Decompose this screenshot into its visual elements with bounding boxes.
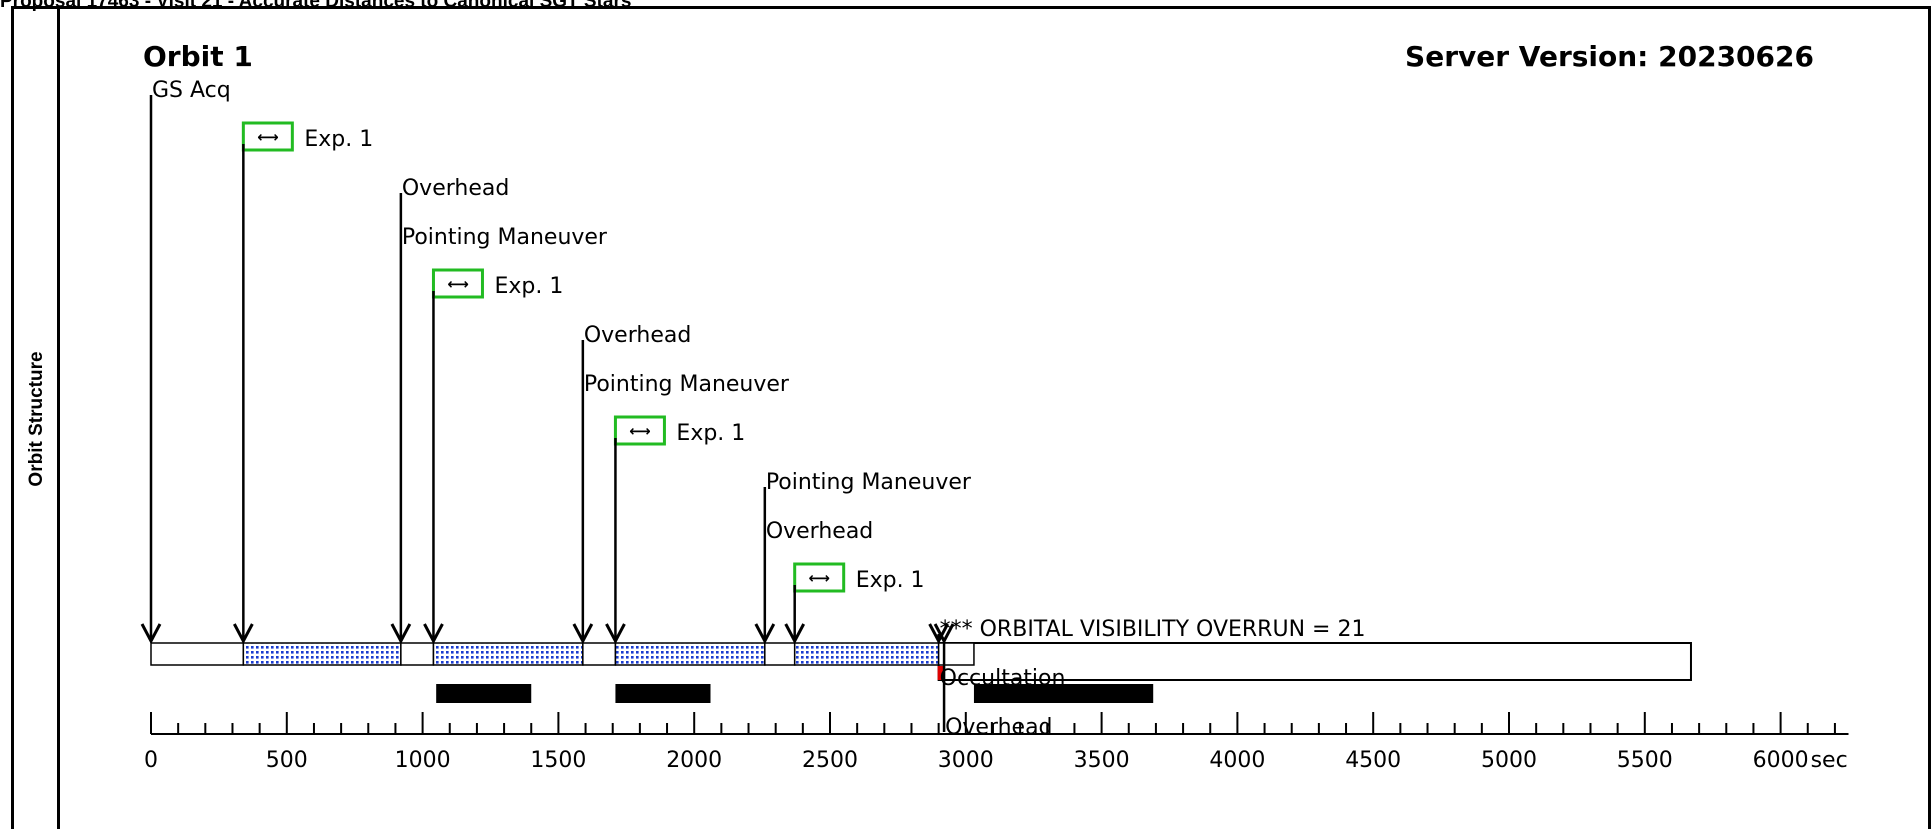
event-label: Exp. 1	[304, 127, 373, 152]
event-label: Pointing Maneuver	[402, 225, 608, 250]
sidebar-column: Orbit Structure	[14, 9, 60, 829]
event-label: Exp. 1	[494, 274, 563, 299]
axis-tick-label: 2000	[666, 748, 722, 773]
event-pointer	[928, 623, 949, 645]
event-marker: *** ORBITAL VISIBILITY OVERRUN = 21	[940, 617, 1366, 642]
axis-tick-label: 1000	[395, 748, 451, 773]
axis-tick-label: 0	[144, 748, 158, 773]
event-pointer	[784, 585, 806, 645]
orbit-title: Orbit 1	[143, 40, 253, 73]
exposure-icon-arrows: ⟷	[629, 422, 651, 440]
event-label: GS Acq	[152, 78, 231, 103]
axis-tick-label: 4500	[1345, 748, 1401, 773]
event-marker: ⟷ Exp. 1	[613, 415, 745, 446]
event-pointer	[140, 95, 162, 645]
down-arrow-icon	[754, 623, 776, 645]
overhead-segment	[764, 642, 796, 666]
down-arrow-icon	[233, 623, 254, 645]
axis-tick-label: 4000	[1209, 748, 1265, 773]
time-axis: 0 500 1000 1500 2000 2500 3000 3500 4000 4500 5000…	[144, 712, 1849, 773]
event-pointer	[605, 438, 626, 645]
exposure-icon-arrows: ⟷	[447, 275, 469, 293]
event-pointer	[233, 144, 254, 645]
server-version: Server Version: 20230626	[1405, 40, 1814, 73]
axis-tick-label: 5000	[1481, 748, 1537, 773]
event-marker: Overhead	[402, 176, 509, 201]
axis-tick-label: 3000	[938, 748, 994, 773]
event-label: Pointing Maneuver	[766, 470, 972, 495]
event-label: Exp. 1	[856, 568, 925, 593]
event-label: Overhead	[766, 519, 873, 544]
event-label: Overhead	[584, 323, 691, 348]
down-arrow-icon	[390, 623, 412, 645]
event-marker: GS Acq	[152, 78, 231, 103]
event-label: Overhead	[945, 715, 1052, 740]
event-pointer	[754, 487, 776, 645]
event-label: *** ORBITAL VISIBILITY OVERRUN = 21	[940, 617, 1366, 642]
timeline-bar	[973, 684, 1154, 703]
orbit-structure-panel: Orbit Structure	[11, 6, 1931, 829]
overrun-marker	[937, 666, 944, 680]
event-marker: ⟷ Exp. 1	[241, 121, 373, 152]
event-pointer	[390, 193, 412, 645]
event-marker: Pointing Maneuver	[766, 470, 972, 495]
exposure-icon	[241, 121, 294, 152]
down-arrow-icon	[572, 623, 594, 645]
exposure-icon	[793, 562, 846, 593]
exposure-segment	[432, 642, 584, 666]
exposure-icon	[431, 268, 484, 299]
axis-tick-label: 6000	[1753, 748, 1809, 773]
axis-unit-label: sec	[1811, 748, 1848, 773]
down-arrow-icon	[605, 623, 626, 645]
axis-tick-label: 500	[266, 748, 308, 773]
axis-tick-label: 2500	[802, 748, 858, 773]
overhead-segment	[937, 642, 975, 666]
down-arrow-icon	[784, 623, 806, 645]
event-pointer	[423, 291, 444, 645]
exposure-icon	[613, 415, 666, 446]
event-label: Overhead	[402, 176, 509, 201]
event-label: Occultation	[940, 666, 1066, 691]
overhead-segment	[400, 642, 435, 666]
timeline-bar	[436, 684, 532, 703]
down-arrow-icon	[423, 623, 444, 645]
event-marker: Overhead	[584, 323, 691, 348]
event-pointer	[933, 623, 955, 732]
event-label: Exp. 1	[676, 421, 745, 446]
exposure-segment	[614, 642, 766, 666]
down-arrow-icon	[928, 623, 949, 645]
exposure-icon-arrows: ⟷	[808, 569, 830, 587]
event-marker: Overhead	[766, 519, 873, 544]
overhead-segment	[150, 642, 245, 666]
axis-tick-label: 1500	[530, 748, 586, 773]
exposure-icon-arrows: ⟷	[257, 128, 279, 146]
axis-tick-label: 3500	[1074, 748, 1130, 773]
timeline-layer	[150, 642, 1692, 703]
event-marker: ⟷ Exp. 1	[793, 562, 925, 593]
down-arrow-icon	[140, 623, 162, 645]
event-marker: Overhead	[945, 715, 1052, 740]
event-marker: Occultation	[940, 666, 1066, 691]
down-arrow-icon	[933, 623, 955, 645]
event-pointer	[572, 340, 594, 645]
event-label: Pointing Maneuver	[584, 372, 790, 397]
exposure-segment	[242, 642, 402, 666]
event-marker: Pointing Maneuver	[402, 225, 608, 250]
axis-tick-label: 5500	[1617, 748, 1673, 773]
event-marker: Pointing Maneuver	[584, 372, 790, 397]
timeline-bar	[615, 684, 711, 703]
overhead-segment	[582, 642, 617, 666]
event-marker: ⟷ Exp. 1	[431, 268, 563, 299]
exposure-segment	[793, 642, 940, 666]
